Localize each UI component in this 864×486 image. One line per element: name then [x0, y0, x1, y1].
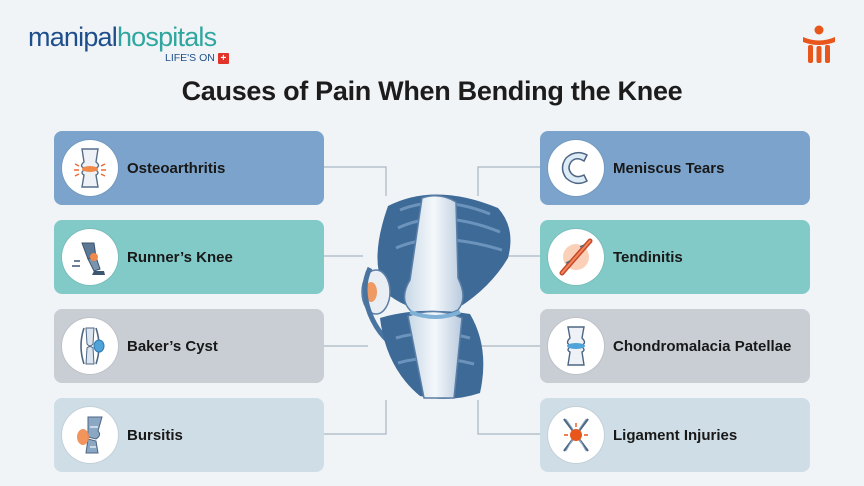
tendon-icon	[548, 229, 604, 285]
brand-figure-icon	[803, 25, 835, 63]
knee-anatomy-illustration	[361, 194, 511, 399]
kneecap-icon	[548, 318, 604, 374]
inflamed-knee-icon	[62, 407, 118, 463]
page-title: Causes of Pain When Bending the Knee	[181, 76, 683, 106]
connector-bursitis	[324, 400, 387, 435]
cause-card-chondromalacia-patellae: Chondromalacia Patellae	[540, 309, 810, 383]
ligament-icon	[548, 407, 604, 463]
meniscus-icon	[548, 140, 604, 196]
connector-ligament	[477, 400, 540, 435]
cause-card-ligament-injuries: Ligament Injuries	[540, 398, 810, 472]
knee-cyst-icon	[62, 318, 118, 374]
cause-card-runners-knee: Runner’s Knee	[54, 220, 324, 294]
runner-icon	[62, 229, 118, 285]
brand-logo: manipalhospitals	[28, 22, 217, 52]
brand-wordmark: manipalhospitals	[28, 22, 217, 52]
cause-card-meniscus-tears: Meniscus Tears	[540, 131, 810, 205]
cause-card-bursitis: Bursitis	[54, 398, 324, 472]
cause-card-osteoarthritis: Osteoarthritis	[54, 131, 324, 205]
red-cross-icon: +	[217, 52, 229, 64]
brand-tagline: LIFE'S ON +	[165, 52, 229, 64]
cause-card-bakers-cyst: Baker’s Cyst	[54, 309, 324, 383]
knee-joint-icon	[62, 140, 118, 196]
cause-card-tendinitis: Tendinitis	[540, 220, 810, 294]
